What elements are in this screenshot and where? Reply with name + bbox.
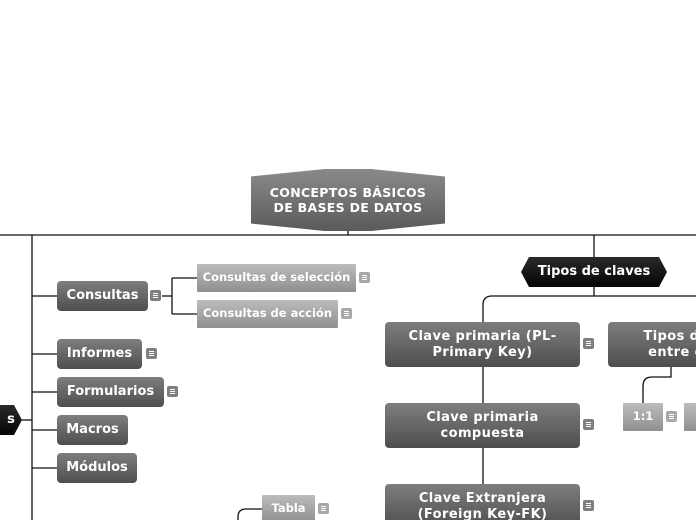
tipos-claves-label: Tipos de claves <box>537 264 651 280</box>
consultas-seleccion-node[interactable]: Consultas de selección <box>197 264 356 292</box>
clave-compuesta-node[interactable]: Clave primaria compuesta <box>385 403 580 448</box>
left-branch-label: s <box>7 412 15 428</box>
notes-icon[interactable] <box>666 411 677 422</box>
root-node[interactable]: CONCEPTOS BÁSICOS DE BASES DE DATOS <box>251 169 445 231</box>
consultas-label: Consultas <box>66 288 139 304</box>
connector-tabla <box>237 508 262 520</box>
connector-rel-stub <box>642 366 672 403</box>
one-to-one-node[interactable]: 1:1 <box>623 403 663 431</box>
connector-pk-stub <box>482 295 493 322</box>
modulos-label: Módulos <box>66 460 128 476</box>
consultas-accion-label: Consultas de acción <box>202 306 333 321</box>
notes-icon[interactable] <box>146 348 157 359</box>
root-title: CONCEPTOS BÁSICOS DE BASES DE DATOS <box>269 185 427 215</box>
consultas-seleccion-label: Consultas de selección <box>202 270 351 285</box>
macros-node[interactable]: Macros <box>57 415 128 445</box>
modulos-node[interactable]: Módulos <box>57 453 137 483</box>
clave-primaria-node[interactable]: Clave primaria (PL-Primary Key) <box>385 322 580 367</box>
consultas-accion-node[interactable]: Consultas de acción <box>197 300 338 328</box>
notes-icon[interactable] <box>167 386 178 397</box>
clave-compuesta-label: Clave primaria compuesta <box>426 409 539 441</box>
tabla-label: Tabla <box>271 500 306 515</box>
clave-extranjera-label: Clave Extranjera (Foreign Key-FK) <box>417 490 548 520</box>
tipos-relaciones-label: Tipos de entre e <box>643 328 696 360</box>
one-to-one-label: 1:1 <box>632 409 654 424</box>
left-branch-node[interactable]: s <box>0 405 22 435</box>
notes-icon[interactable] <box>583 500 594 511</box>
clave-extranjera-node[interactable]: Clave Extranjera (Foreign Key-FK) <box>385 484 580 520</box>
tipos-relaciones-node[interactable]: Tipos de entre e <box>608 322 696 367</box>
notes-icon[interactable] <box>583 419 594 430</box>
relation-node-partial[interactable] <box>684 403 696 431</box>
clave-primaria-label: Clave primaria (PL-Primary Key) <box>408 328 557 360</box>
informes-node[interactable]: Informes <box>57 339 142 369</box>
informes-label: Informes <box>66 346 133 362</box>
macros-label: Macros <box>66 422 119 438</box>
formularios-node[interactable]: Formularios <box>57 377 164 407</box>
tipos-claves-node[interactable]: Tipos de claves <box>521 257 667 287</box>
formularios-label: Formularios <box>66 384 155 400</box>
notes-icon[interactable] <box>318 503 329 514</box>
consultas-node[interactable]: Consultas <box>57 281 148 311</box>
notes-icon[interactable] <box>359 272 370 283</box>
notes-icon[interactable] <box>341 308 352 319</box>
tabla-node[interactable]: Tabla <box>262 495 315 520</box>
notes-icon[interactable] <box>150 290 161 301</box>
notes-icon[interactable] <box>583 338 594 349</box>
